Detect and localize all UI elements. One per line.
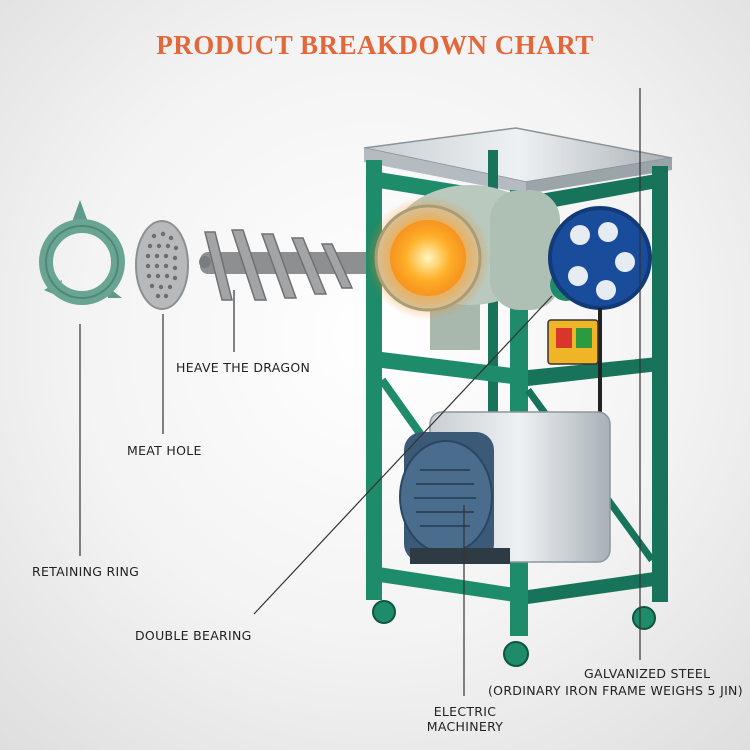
callout-line-double-bearing bbox=[253, 295, 553, 615]
callout-lines bbox=[79, 88, 641, 696]
label-electric: ELECTRIC bbox=[433, 704, 497, 719]
label-galvanized-steel: GALVANIZED STEEL bbox=[584, 666, 711, 681]
plate-holes bbox=[145, 231, 179, 299]
machine-frame bbox=[363, 127, 673, 636]
retaining-ring bbox=[39, 200, 125, 305]
electric-motor bbox=[399, 411, 611, 564]
pulley-wheel bbox=[548, 206, 652, 560]
label-retaining-ring: RETAINING RING bbox=[32, 564, 140, 579]
chart-title: PRODUCT BREAKDOWN CHART bbox=[156, 30, 594, 60]
label-galvanized-steel-note: (ORDINARY IRON FRAME WEIGHS 5 JIN) bbox=[488, 683, 743, 698]
meat-hole-plate bbox=[135, 220, 189, 310]
switch-box bbox=[547, 319, 599, 365]
auger-screw bbox=[199, 229, 390, 301]
label-double-bearing: DOUBLE BEARING bbox=[135, 628, 252, 643]
casters bbox=[372, 600, 656, 667]
label-meat-hole: MEAT HOLE bbox=[127, 443, 202, 458]
outlet-glow bbox=[366, 196, 490, 320]
label-machinery: MACHINERY bbox=[426, 719, 504, 734]
label-heave-the-dragon: HEAVE THE DRAGON bbox=[176, 360, 311, 375]
